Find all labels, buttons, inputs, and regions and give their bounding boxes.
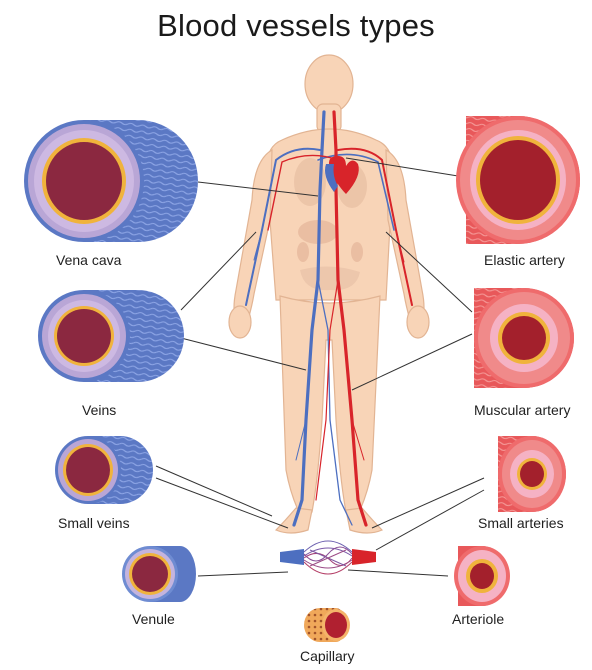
label-venule: Venule (132, 611, 175, 627)
capillary-icon (304, 608, 350, 642)
label-capillary: Capillary (300, 648, 354, 664)
small-veins-icon (55, 436, 153, 504)
muscular-artery-icon (474, 288, 574, 388)
label-arteriole: Arteriole (452, 611, 504, 627)
arteriole-icon (454, 546, 510, 606)
label-elastic-artery: Elastic artery (484, 252, 565, 268)
human-body (229, 55, 429, 533)
label-veins: Veins (82, 402, 116, 418)
capillary-network (280, 541, 376, 574)
label-vena-cava: Vena cava (56, 252, 121, 268)
small-arteries-icon (498, 436, 566, 512)
label-small-arteries: Small arteries (478, 515, 564, 531)
elastic-artery-icon (456, 116, 580, 244)
label-small-veins: Small veins (58, 515, 130, 531)
label-muscular-artery: Muscular artery (474, 402, 570, 418)
vena-cava-icon (24, 120, 198, 242)
venule-icon (122, 546, 196, 602)
diagram-title: Blood vessels types (0, 8, 592, 44)
veins-icon (38, 290, 184, 382)
